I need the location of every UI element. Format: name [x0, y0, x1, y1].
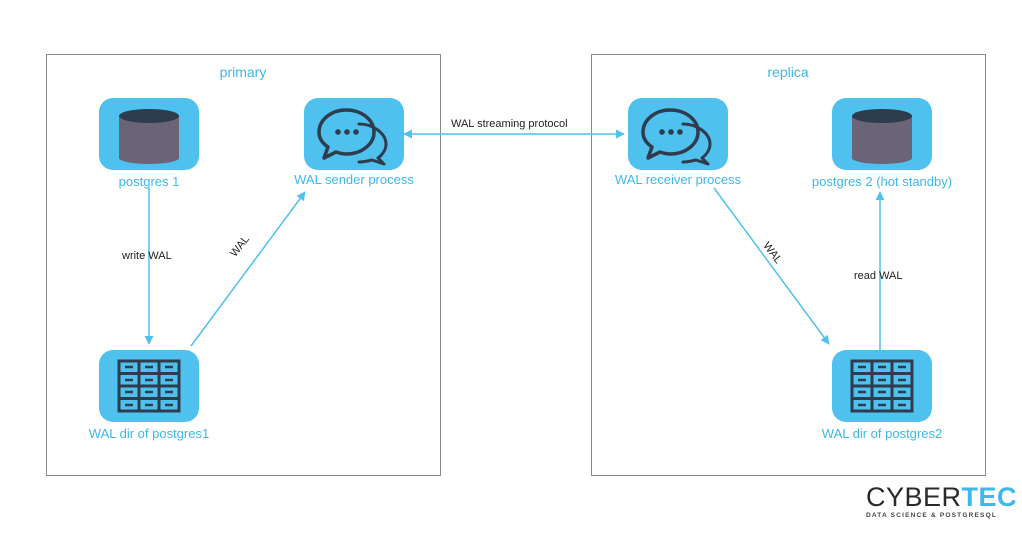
wal-receiver-caption: WAL receiver process	[614, 172, 742, 187]
file-cabinet-icon	[117, 359, 181, 413]
logo-text-a: CYBER	[866, 482, 962, 512]
database-icon	[119, 109, 179, 164]
edge-label-read-wal: read WAL	[854, 270, 903, 282]
chat-bubbles-icon	[641, 108, 712, 166]
waldir1-node	[99, 350, 199, 422]
waldir2-caption: WAL dir of postgres2	[821, 426, 943, 441]
replica-box	[591, 54, 986, 476]
postgres1-caption: postgres 1	[118, 174, 180, 189]
edge-label-streaming: WAL streaming protocol	[451, 118, 568, 130]
logo-text-b: TEC	[961, 482, 1018, 512]
postgres2-node	[832, 98, 932, 170]
logo-wordmark: CYBERTEC	[866, 484, 1017, 511]
database-icon	[852, 109, 912, 164]
edge-wal-to-waldir2	[713, 187, 830, 345]
primary-title: primary	[219, 64, 267, 80]
postgres1-node	[99, 98, 199, 170]
primary-box	[46, 54, 441, 476]
edge-label-write-wal: write WAL	[122, 250, 172, 262]
waldir2-node	[832, 350, 932, 422]
file-cabinet-icon	[850, 359, 914, 413]
waldir1-caption: WAL dir of postgres1	[88, 426, 210, 441]
logo-tagline: DATA SCIENCE & POSTGRESQL	[866, 512, 997, 519]
wal-sender-caption: WAL sender process	[294, 172, 414, 187]
cybertec-logo: CYBERTEC DATA SCIENCE & POSTGRESQL	[866, 484, 1017, 520]
wal-sender-node	[304, 98, 404, 170]
replica-title: replica	[767, 64, 809, 80]
postgres2-caption: postgres 2 (hot standby)	[811, 174, 953, 189]
wal-receiver-node	[628, 98, 728, 170]
edge-wal-to-sender	[190, 191, 306, 347]
chat-bubbles-icon	[317, 108, 388, 166]
